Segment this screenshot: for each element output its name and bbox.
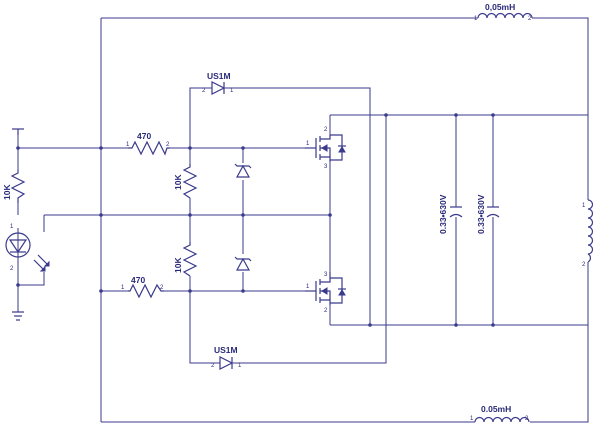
resistor-gate-top: 10K [173, 164, 198, 199]
svg-text:1: 1 [230, 88, 234, 94]
supply-top [12, 128, 24, 135]
resistor-left-label: 10K [2, 184, 12, 200]
capacitor-right-label: 0.33•630V [476, 194, 486, 234]
diode-top: US1M 2 1 [202, 71, 234, 95]
svg-text:1: 1 [10, 224, 14, 230]
mosfet-bottom: 1 3 2 [305, 272, 346, 314]
resistor-bottom-label: 470 [131, 275, 145, 285]
diode-bottom: US1M 2 1 [211, 345, 242, 370]
mosfet-top: 1 2 3 [305, 127, 346, 170]
inductor-bottom-label: 0.05mH [481, 404, 511, 414]
svg-text:2: 2 [160, 285, 164, 291]
svg-text:1: 1 [474, 16, 478, 22]
resistor-gate-bottom-label: 10K [173, 257, 183, 273]
photodiode: 1 2 [5, 224, 50, 272]
svg-text:2: 2 [525, 416, 529, 422]
svg-text:1: 1 [238, 363, 242, 369]
resistor-bottom: 470 1 2 [121, 275, 164, 299]
diode-top-label: US1M [207, 71, 231, 81]
capacitor-right: 0.33•630V [476, 194, 500, 234]
resistor-top-label: 470 [137, 131, 151, 141]
wires [17, 17, 589, 423]
resistor-top: 470 1 2 [126, 131, 170, 156]
zener-top [234, 163, 252, 178]
svg-text:3: 3 [324, 164, 328, 170]
svg-text:2: 2 [10, 266, 14, 272]
svg-text:1: 1 [582, 203, 586, 209]
svg-text:2: 2 [211, 363, 215, 369]
svg-text:2: 2 [324, 308, 328, 314]
diode-bottom-label: US1M [214, 345, 238, 355]
inductor-bottom: 0.05mH 1 2 [470, 404, 530, 423]
inductor-right: 1 2 [582, 199, 594, 268]
junction-dots [16, 113, 495, 327]
ground-symbol [12, 290, 24, 321]
svg-text:2: 2 [582, 262, 586, 268]
svg-text:1: 1 [470, 416, 474, 422]
svg-text:1: 1 [121, 285, 125, 291]
capacitor-left: 0.33•630V [438, 194, 463, 234]
svg-text:2: 2 [166, 142, 170, 148]
svg-text:3: 3 [324, 272, 328, 278]
inductor-top: 0,05mH 1 2 [474, 2, 533, 22]
svg-text:2: 2 [324, 127, 328, 133]
svg-text:2: 2 [202, 88, 206, 94]
resistor-gate-bottom: 10K [173, 242, 198, 277]
svg-text:1: 1 [306, 141, 310, 147]
svg-text:1: 1 [306, 284, 310, 290]
resistor-left: 10K [2, 170, 26, 203]
zener-bottom [234, 256, 252, 271]
inductor-top-label: 0,05mH [485, 2, 515, 12]
svg-text:2: 2 [528, 16, 532, 22]
resistor-gate-top-label: 10K [173, 174, 183, 190]
svg-text:1: 1 [126, 142, 130, 148]
capacitor-left-label: 0.33•630V [438, 194, 448, 234]
